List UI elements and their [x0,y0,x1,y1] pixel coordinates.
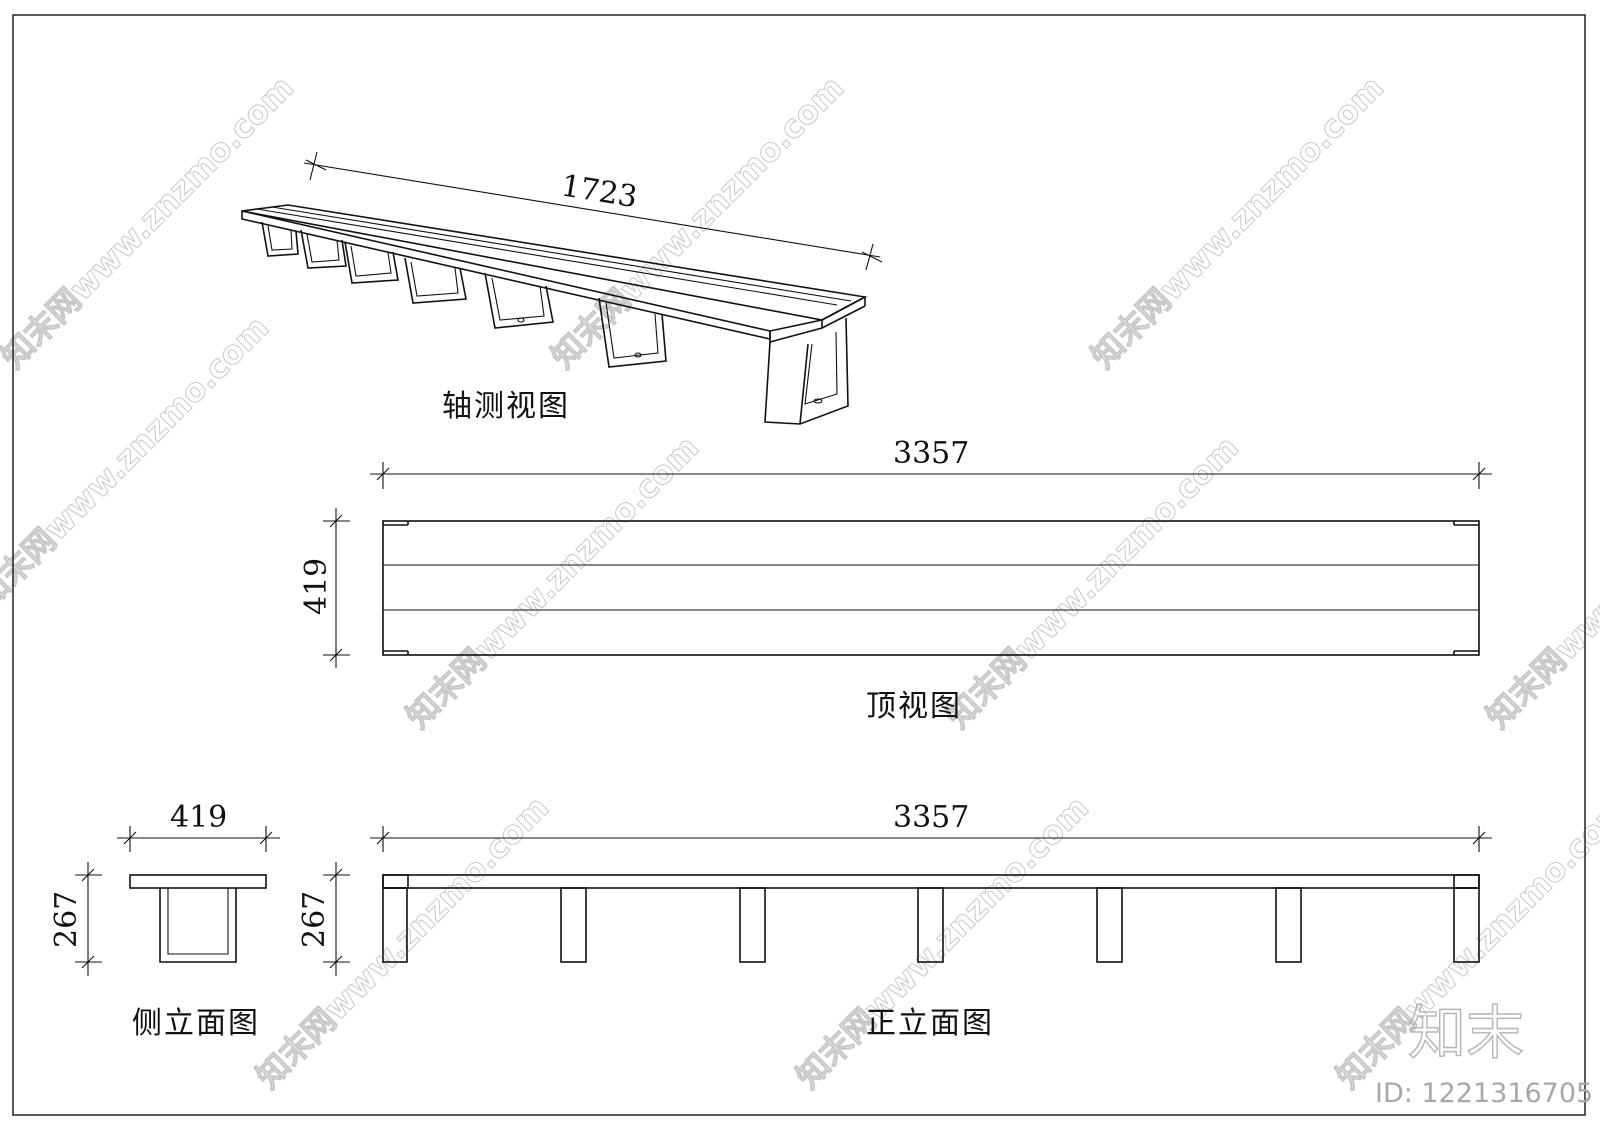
axo-slat-line [256,208,838,306]
front-leg [382,887,408,963]
axo-dim-tick [865,243,874,271]
front-dim-height: 267 [297,891,332,948]
side-dim-tick [81,955,95,969]
front-dim-length: 3357 [893,800,969,835]
front-leg [1453,887,1480,963]
side-seat [129,874,267,889]
side-dim-tick [123,831,137,845]
watermark: 知末网www.znzmo.com [1084,68,1391,375]
top-dim-tick [376,467,390,481]
front-dim-tick [329,955,343,969]
side-leg-inner [167,888,229,955]
side-dim-width: 419 [170,800,227,835]
front-leg [560,887,587,963]
front-leg [1275,887,1302,963]
top-dim-length: 3357 [893,436,969,471]
watermark: 知末网www.znzmo.com [544,68,851,375]
front-dim-tick [329,868,343,882]
axo-end-cap [769,319,823,344]
watermark: 知末网www.znzmo.com [1479,428,1600,735]
side-view-title: 侧立面图 [132,1006,260,1041]
axo-leg [598,297,667,368]
axo-slat-line [271,206,852,302]
front-leg [739,887,766,963]
axo-dim-tick [305,159,327,171]
axo-leg [300,229,347,269]
top-dim-width: 419 [299,558,334,615]
top-dim-tick [1472,467,1486,481]
axo-leg [344,241,399,284]
axo-end-side [821,305,866,329]
drawing-frame [12,14,1586,1116]
front-end-cap [1453,874,1480,889]
top-dim-tick [329,648,343,662]
axonometric-view: 1723 轴测视图 [241,151,883,425]
watermark-layer: 知末网www.znzmo.com 知末网www.znzmo.com 知末网www… [0,68,1600,1096]
front-seat [382,874,1480,889]
top-seat-outline [382,520,1480,656]
document-id: ID: 1221316705 [1375,1078,1593,1109]
watermark: 知末网www.znzmo.com [249,788,556,1095]
side-elevation-view: 419 267 侧立面图 [49,800,280,1041]
axo-leg [404,257,467,304]
front-view-title: 正立面图 [866,1006,994,1041]
front-dim-tick [1472,831,1486,845]
front-elevation-view: 3357 267 正立面图 [297,800,1492,1041]
axo-dim-tick [309,151,318,181]
front-dim-tick [376,831,390,845]
side-leg-frame [159,888,237,963]
front-end-cap [382,874,409,889]
axo-end-side [821,296,866,321]
axo-leg [261,221,299,257]
top-view: 3357 419 顶视图 [299,436,1492,724]
top-dim-tick [329,514,343,528]
front-leg [1096,887,1123,963]
side-dim-tick [259,831,273,845]
front-leg [917,887,944,963]
top-view-title: 顶视图 [866,689,962,724]
axo-leg [484,272,554,329]
axo-dim-length: 1723 [559,168,640,215]
brand-logo: 知末 [1408,999,1524,1067]
side-dim-height: 267 [49,891,84,948]
axo-leg [764,317,849,425]
axo-dim-line [303,162,881,258]
side-dim-tick [81,868,95,882]
axo-dim-tick [861,251,883,263]
axo-view-title: 轴测视图 [442,389,570,424]
